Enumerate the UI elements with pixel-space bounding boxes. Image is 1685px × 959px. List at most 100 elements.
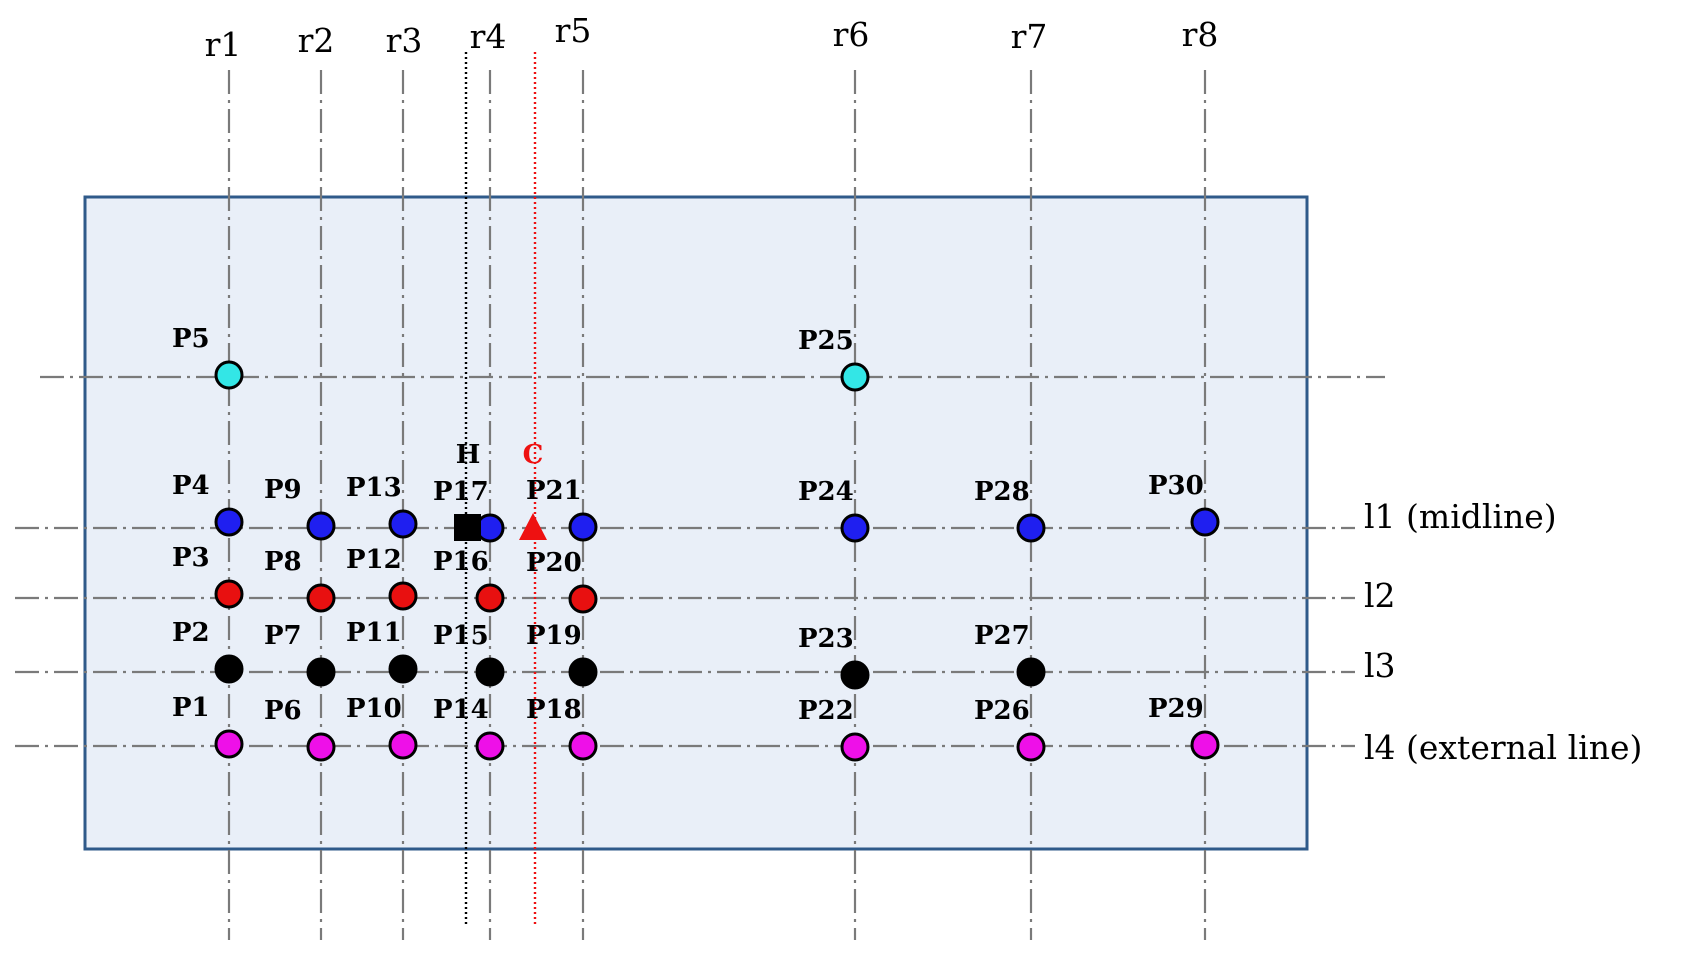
row-label-l4: l4 (external line) [1364,728,1642,767]
point-marker-p9 [306,511,336,541]
grid-lines [15,70,1385,940]
point-p21: P21 [526,476,598,542]
point-label-p14: P14 [433,695,489,725]
column-label-r1: r1 [205,25,242,64]
point-marker-p28 [1016,513,1046,543]
column-label-r6: r6 [833,15,870,54]
point-label-p20: P20 [526,548,582,578]
point-p2: P2 [172,618,244,684]
point-label-p22: P22 [798,696,854,726]
point-marker-p18 [568,731,598,761]
point-p22: P22 [798,696,870,762]
point-p12: P12 [346,545,418,611]
point-p26: P26 [974,696,1046,762]
point-label-p28: P28 [974,477,1030,507]
point-p6: P6 [264,696,336,762]
point-label-p4: P4 [172,471,210,501]
c-triangle-marker [519,513,547,540]
point-p30: P30 [1148,471,1220,537]
point-marker-p15 [475,657,505,687]
point-label-p18: P18 [526,695,582,725]
point-label-p16: P16 [433,547,489,577]
point-p27: P27 [974,621,1046,687]
point-p23: P23 [798,624,870,690]
points-layer: P1P2P3P4P5P6P7P8P9P10P11P12P13P14P15P16P… [172,324,1220,762]
point-marker-p7 [306,657,336,687]
point-marker-p8 [306,583,336,613]
point-label-p9: P9 [264,475,302,505]
point-label-p13: P13 [346,473,402,503]
point-marker-p27 [1016,657,1046,687]
point-p29: P29 [1148,694,1220,760]
point-label-p3: P3 [172,543,210,573]
point-label-p25: P25 [798,326,854,356]
point-marker-p3 [214,579,244,609]
point-label-p10: P10 [346,694,402,724]
diagram-panel [83,195,1309,851]
point-p5: P5 [172,324,244,390]
point-p24: P24 [798,477,870,543]
point-p7: P7 [264,621,336,687]
point-label-p7: P7 [264,621,302,651]
column-label-r7: r7 [1011,17,1048,56]
point-marker-p24 [840,513,870,543]
point-label-p11: P11 [346,618,402,648]
column-label-r5: r5 [555,11,592,50]
point-marker-p25 [840,362,870,392]
column-label-r8: r8 [1182,15,1219,54]
point-marker-p29 [1190,730,1220,760]
point-p13: P13 [346,473,418,539]
point-p17: P17 [433,477,505,543]
point-label-p30: P30 [1148,471,1204,501]
h-square-marker [454,514,481,541]
point-marker-p21 [568,512,598,542]
point-label-p2: P2 [172,618,210,648]
column-label-r2: r2 [298,21,335,60]
point-marker-p11 [388,654,418,684]
row-label-l2: l2 [1364,576,1396,615]
point-p18: P18 [526,695,598,761]
point-marker-p30 [1190,507,1220,537]
point-marker-p10 [388,730,418,760]
point-marker-p13 [388,509,418,539]
point-p14: P14 [433,695,505,761]
point-marker-p1 [214,729,244,759]
c-marker-label: C [523,440,544,470]
point-p28: P28 [974,477,1046,543]
point-marker-p6 [306,732,336,762]
point-marker-p20 [568,584,598,614]
point-p3: P3 [172,543,244,609]
reference-lines [464,52,537,925]
h-marker-label: H [456,440,481,470]
point-marker-p2 [214,654,244,684]
point-marker-p23 [840,660,870,690]
point-label-p12: P12 [346,545,402,575]
point-marker-p5 [214,360,244,390]
point-p20: P20 [526,548,598,614]
point-p19: P19 [526,621,598,687]
point-p10: P10 [346,694,418,760]
point-label-p21: P21 [526,476,582,506]
point-label-p8: P8 [264,547,302,577]
point-p25: P25 [798,326,870,392]
point-marker-p22 [840,732,870,762]
row-label-l3: l3 [1364,646,1396,685]
point-p4: P4 [172,471,244,537]
point-label-p29: P29 [1148,694,1204,724]
point-p16: P16 [433,547,505,613]
point-p9: P9 [264,475,336,541]
point-marker-p16 [475,583,505,613]
point-p8: P8 [264,547,336,613]
point-marker-p19 [568,657,598,687]
point-label-p1: P1 [172,693,210,723]
point-label-p19: P19 [526,621,582,651]
row-label-l1: l1 (midline) [1364,497,1557,536]
column-label-r3: r3 [386,21,423,60]
point-label-p24: P24 [798,477,854,507]
point-p11: P11 [346,618,418,684]
point-p1: P1 [172,693,244,759]
column-label-r4: r4 [470,17,507,56]
point-label-p15: P15 [433,621,489,651]
point-label-p23: P23 [798,624,854,654]
